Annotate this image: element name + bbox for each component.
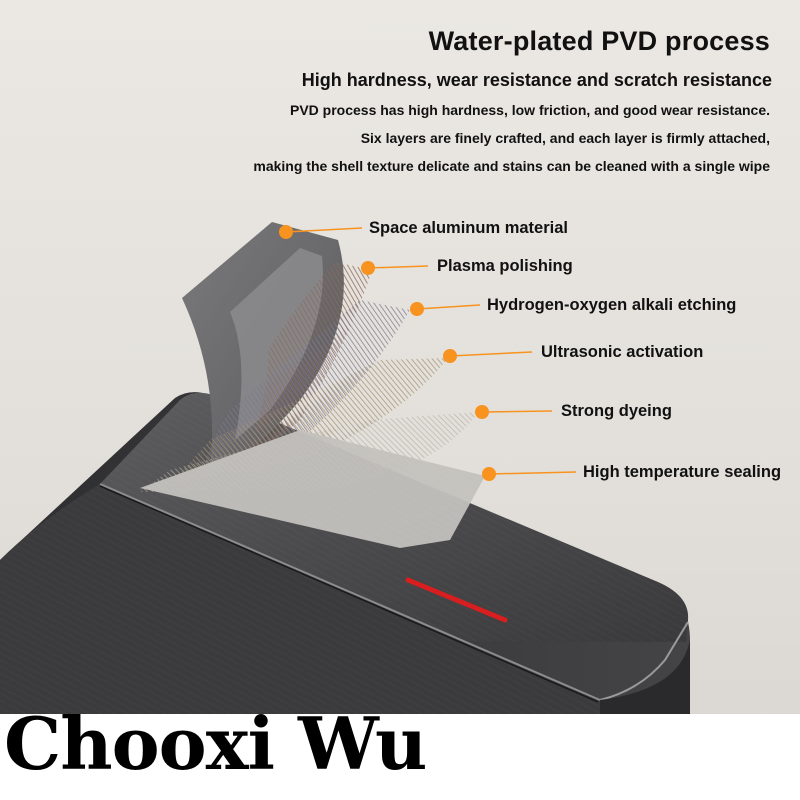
marker-dot: [410, 302, 424, 316]
marker-dot: [482, 467, 496, 481]
description-line: Six layers are finely crafted, and each …: [360, 130, 770, 146]
layer-label-temperature-sealing: High temperature sealing: [583, 463, 782, 481]
brand-watermark: Chooxi Wu: [4, 701, 427, 786]
page-title: Water-plated PVD process: [428, 26, 770, 56]
marker-dot: [361, 261, 375, 275]
layer-label-alkali-etching: Hydrogen-oxygen alkali etching: [487, 296, 737, 314]
marker-dot: [443, 349, 457, 363]
description-line: PVD process has high hardness, low frict…: [289, 102, 770, 118]
layer-label-ultrasonic-activation: Ultrasonic activation: [541, 343, 704, 361]
description-line: making the shell texture delicate and st…: [253, 158, 770, 174]
page-subtitle: High hardness, wear resistance and scrat…: [301, 70, 772, 90]
layer-label-strong-dyeing: Strong dyeing: [561, 402, 672, 420]
marker-dot: [475, 405, 489, 419]
layer-stack: [140, 222, 485, 548]
watermark-banner: [0, 714, 800, 800]
callout-leaders: [279, 225, 577, 481]
layer-label-plasma-polishing: Plasma polishing: [437, 257, 573, 275]
marker-dot: [279, 225, 293, 239]
layer-label-space-aluminum: Space aluminum material: [369, 219, 568, 237]
indicator-light: [405, 577, 508, 623]
